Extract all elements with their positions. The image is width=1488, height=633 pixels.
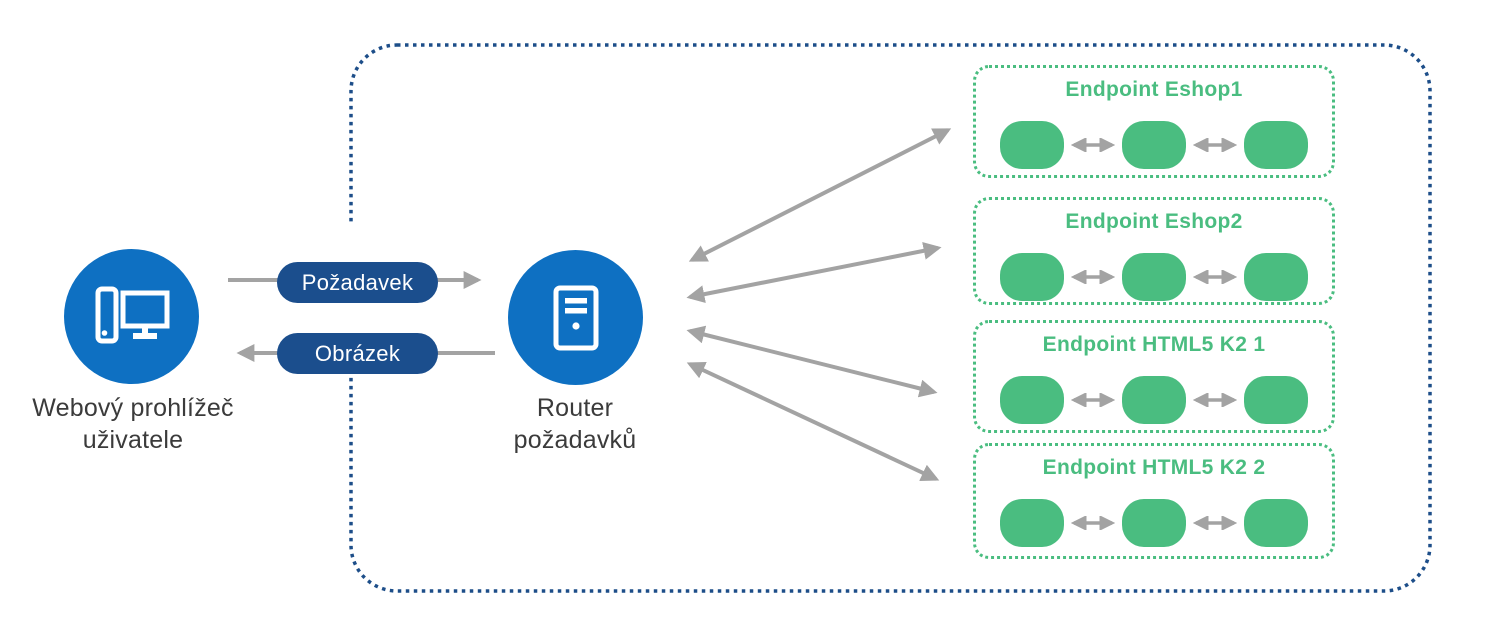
response-pill: Obrázek [277, 333, 438, 374]
endpoint-title: Endpoint Eshop2 [1065, 210, 1243, 233]
router-node [508, 250, 643, 385]
instance-node [1000, 253, 1064, 301]
bidirectional-arrow-icon [1192, 516, 1238, 530]
bidirectional-arrow-icon [1070, 393, 1116, 407]
endpoint-title: Endpoint Eshop1 [1065, 78, 1243, 101]
router-label-line2: požadavků [513, 426, 637, 454]
response-pill-label: Obrázek [314, 340, 401, 366]
endpoint-box: Endpoint HTML5 K2 2 [973, 443, 1335, 559]
router-endpoint3-arrow [686, 325, 938, 398]
instance-node [1244, 121, 1308, 169]
instance-row [976, 253, 1332, 301]
browser-node [64, 249, 199, 384]
instance-node [1244, 376, 1308, 424]
bidirectional-arrow-icon [1070, 516, 1116, 530]
instance-row [976, 499, 1332, 547]
bidirectional-arrow-icon [1192, 270, 1238, 284]
endpoint-title: Endpoint HTML5 K2 1 [1042, 333, 1266, 356]
endpoint-box: Endpoint Eshop1 [973, 65, 1335, 178]
endpoint-title: Endpoint HTML5 K2 2 [1042, 456, 1266, 479]
bidirectional-arrow-icon [1070, 138, 1116, 152]
request-pill-label: Požadavek [301, 269, 414, 295]
router-endpoint2-arrow [686, 241, 942, 304]
instance-node [1122, 376, 1186, 424]
instance-node [1122, 499, 1186, 547]
instance-node [1000, 121, 1064, 169]
instance-row [976, 376, 1332, 424]
bidirectional-arrow-icon [1192, 138, 1238, 152]
router-endpoint4-arrow [686, 361, 940, 482]
bidirectional-arrow-icon [1192, 393, 1238, 407]
router-label-line1: Router [536, 394, 614, 422]
instance-node [1244, 499, 1308, 547]
router-label: Router požadavků [495, 392, 655, 456]
request-pill: Požadavek [277, 262, 438, 303]
browser-label: Webový prohlížeč uživatele [7, 392, 259, 456]
endpoint-box: Endpoint Eshop2 [973, 197, 1335, 305]
instance-node [1000, 499, 1064, 547]
desktop-computer-icon [95, 286, 169, 343]
instance-node [1122, 121, 1186, 169]
instance-node [1000, 376, 1064, 424]
instance-row [976, 121, 1332, 169]
browser-label-line2: uživatele [82, 426, 184, 454]
instance-node [1244, 253, 1308, 301]
endpoint-box: Endpoint HTML5 K2 1 [973, 320, 1335, 433]
instance-node [1122, 253, 1186, 301]
server-icon [553, 285, 598, 350]
bidirectional-arrow-icon [1070, 270, 1116, 284]
browser-label-line1: Webový prohlížeč [32, 394, 234, 422]
router-endpoint1-arrow [688, 128, 952, 262]
